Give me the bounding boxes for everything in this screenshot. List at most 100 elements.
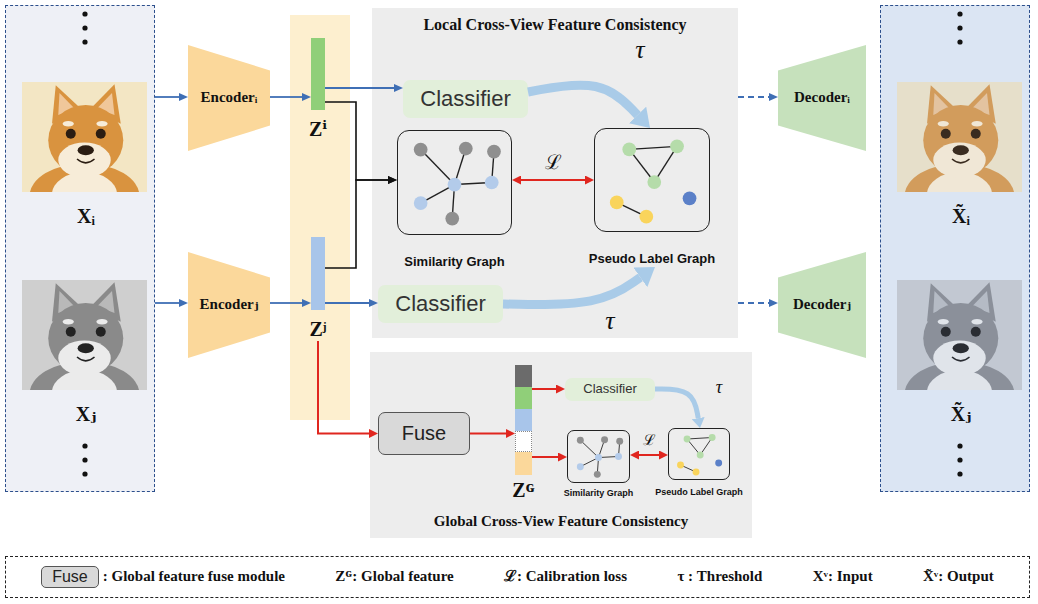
edge-label: ℒ (545, 151, 562, 174)
output-panel: X̃ᵢX̃ⱼ (880, 5, 1030, 492)
global-arrow (470, 433, 506, 435)
dog-eye (66, 129, 76, 139)
classifier-label: Classifier (395, 291, 485, 316)
graph-label: Pseudo Label Graph (589, 252, 715, 267)
flow-arrow (270, 302, 302, 304)
dog-eye (971, 327, 981, 337)
feature-segment (515, 409, 532, 431)
legend-text: Zᴳ: Global feature (335, 568, 453, 585)
flow-arrow (155, 302, 179, 304)
ellipsis-dot (82, 39, 87, 44)
graph-vertex (594, 471, 601, 478)
dog-eye (941, 129, 951, 139)
graph-vertex (610, 196, 624, 210)
legend-item: τ : Threshold (677, 568, 762, 585)
legend-text: ℒ: Calibration loss (504, 568, 627, 585)
feature-bar (311, 237, 325, 310)
graph-drawing (595, 129, 709, 231)
fuse-label: Fuse (402, 422, 446, 445)
panel-title: Local Cross-View Feature Consistency (423, 16, 686, 34)
graph-vertex (683, 191, 697, 205)
dog-nose (78, 145, 94, 155)
input-panel: XᵢXⱼ (5, 5, 155, 492)
global-arrow (532, 456, 558, 458)
dog-nose (953, 145, 969, 155)
edge-label: τ (605, 306, 614, 336)
dog-brow (96, 319, 107, 325)
trapezoid (188, 252, 270, 358)
flow-arrow (270, 96, 302, 98)
graph-edge (421, 150, 455, 185)
flow-arrow (325, 87, 394, 89)
dog-brow (96, 121, 107, 127)
decoder-block: Decoderᵢ (778, 45, 866, 151)
photo-background (22, 82, 147, 192)
graph-vertex (485, 176, 499, 190)
global-arrow (639, 454, 659, 456)
edge-label: τ (716, 377, 722, 398)
swatch-label: Fuse (52, 568, 88, 586)
similarity-graph: Similarity Graph (562, 430, 636, 499)
ellipsis-dot (82, 457, 87, 462)
decode-arrow (738, 96, 769, 98)
ellipsis-dot (957, 25, 962, 30)
graph-vertex (715, 460, 722, 467)
encoder-block: Encoderⱼ (188, 252, 270, 358)
graph-vertex (595, 454, 602, 461)
encoder-label: Encoderⱼ (200, 296, 259, 313)
classifier-box: Classifier (403, 80, 528, 118)
ellipsis-dot (957, 443, 962, 448)
dog-eye (941, 327, 951, 337)
dog-brow (938, 319, 949, 325)
ellipsis-dot (957, 457, 962, 462)
legend-item: Zᴳ: Global feature (335, 568, 453, 585)
pseudo-label-graph: Pseudo Label Graph (653, 428, 745, 498)
dog-mouth (77, 159, 95, 163)
legend-text: Xᵛ: Input (813, 568, 873, 585)
global-arrow (521, 179, 585, 181)
photo-background (897, 82, 1022, 192)
legend-box: Fuse: Global feature fuse module Zᴳ: Glob… (5, 556, 1030, 598)
fuse-box: Fuse (378, 412, 470, 455)
decoder-label: Decoderⱼ (793, 296, 851, 313)
graph-vertex (615, 453, 622, 460)
graph-vertex (448, 178, 462, 192)
photo-background (897, 280, 1022, 390)
graph-drawing (568, 431, 629, 482)
ellipsis-dot (957, 471, 962, 476)
graph-vertex (677, 462, 684, 469)
encoder-block: Encoderᵢ (188, 45, 270, 151)
classifier-box: Classifier (378, 285, 503, 323)
dog-photo (897, 280, 1022, 390)
dog-muzzle (58, 143, 111, 178)
ellipsis-dot (957, 11, 962, 16)
graph-vertex (647, 175, 661, 189)
dog-brow (63, 319, 74, 325)
dog-brow (971, 121, 982, 127)
legend-item: Xᵛ: Input (813, 568, 873, 585)
feature-label: Zᴳ (512, 479, 535, 502)
classifier-label: Classifier (420, 86, 510, 111)
feature-segment (515, 387, 532, 410)
graph-vertex (577, 437, 584, 444)
dog-mouth (77, 357, 95, 361)
legend-text: τ : Threshold (677, 568, 762, 585)
graph-vertex (670, 139, 684, 153)
feature-bar (311, 38, 325, 110)
legend-item: Fuse: Global feature fuse module (41, 566, 285, 588)
global-arrow (532, 388, 556, 390)
graph-vertex (709, 434, 716, 441)
feature-bar (515, 365, 532, 475)
graph-vertex (577, 463, 584, 470)
graph-vertex (445, 212, 459, 226)
classifier-label: Classifier (583, 382, 636, 397)
graph-outline (397, 130, 512, 235)
feature-segment (515, 365, 532, 387)
feature-segment (515, 452, 532, 475)
dog-brow (971, 319, 982, 325)
edge-label: τ (635, 35, 644, 65)
legend-swatch: Fuse (41, 566, 99, 588)
ellipsis-dot (82, 11, 87, 16)
graph-vertex (622, 143, 636, 157)
dog-mouth (952, 357, 970, 361)
